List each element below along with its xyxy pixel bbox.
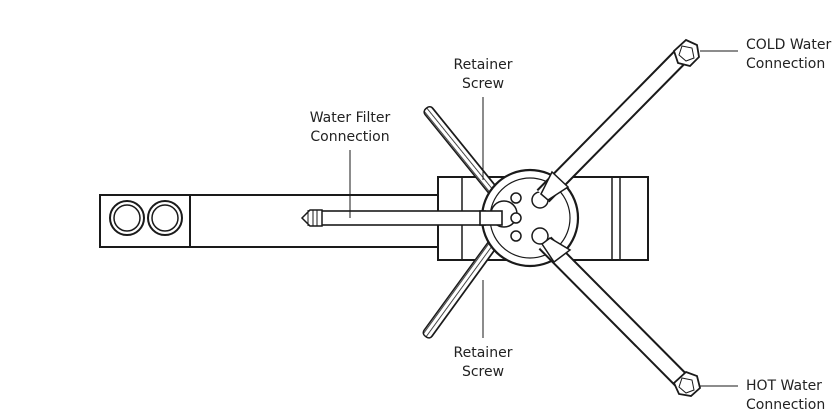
retainer-screw-bottom-label-1: Retainer [454, 345, 513, 361]
water-filter-label-2: Connection [310, 129, 389, 145]
cold-water-fitting [672, 38, 700, 67]
retainer-screw-bottom-label-2: Screw [462, 364, 504, 380]
hot-water-fitting [672, 370, 702, 397]
water-filter-tube [300, 209, 503, 227]
hot-water-label-1: HOT Water [746, 378, 822, 394]
hot-water-tube [538, 236, 688, 387]
cold-water-tube [536, 49, 688, 203]
retainer-screw-top-label-1: Retainer [454, 57, 513, 73]
mounting-holes [109, 200, 183, 236]
hot-water-label-2: Connection [746, 397, 825, 413]
water-filter-label-1: Water Filter [310, 110, 391, 126]
retainer-screw-top-label-2: Screw [462, 76, 504, 92]
cold-water-label-1: COLD Water [746, 37, 831, 53]
callout-lines [349, 50, 738, 387]
cold-water-label-2: Connection [746, 56, 825, 72]
